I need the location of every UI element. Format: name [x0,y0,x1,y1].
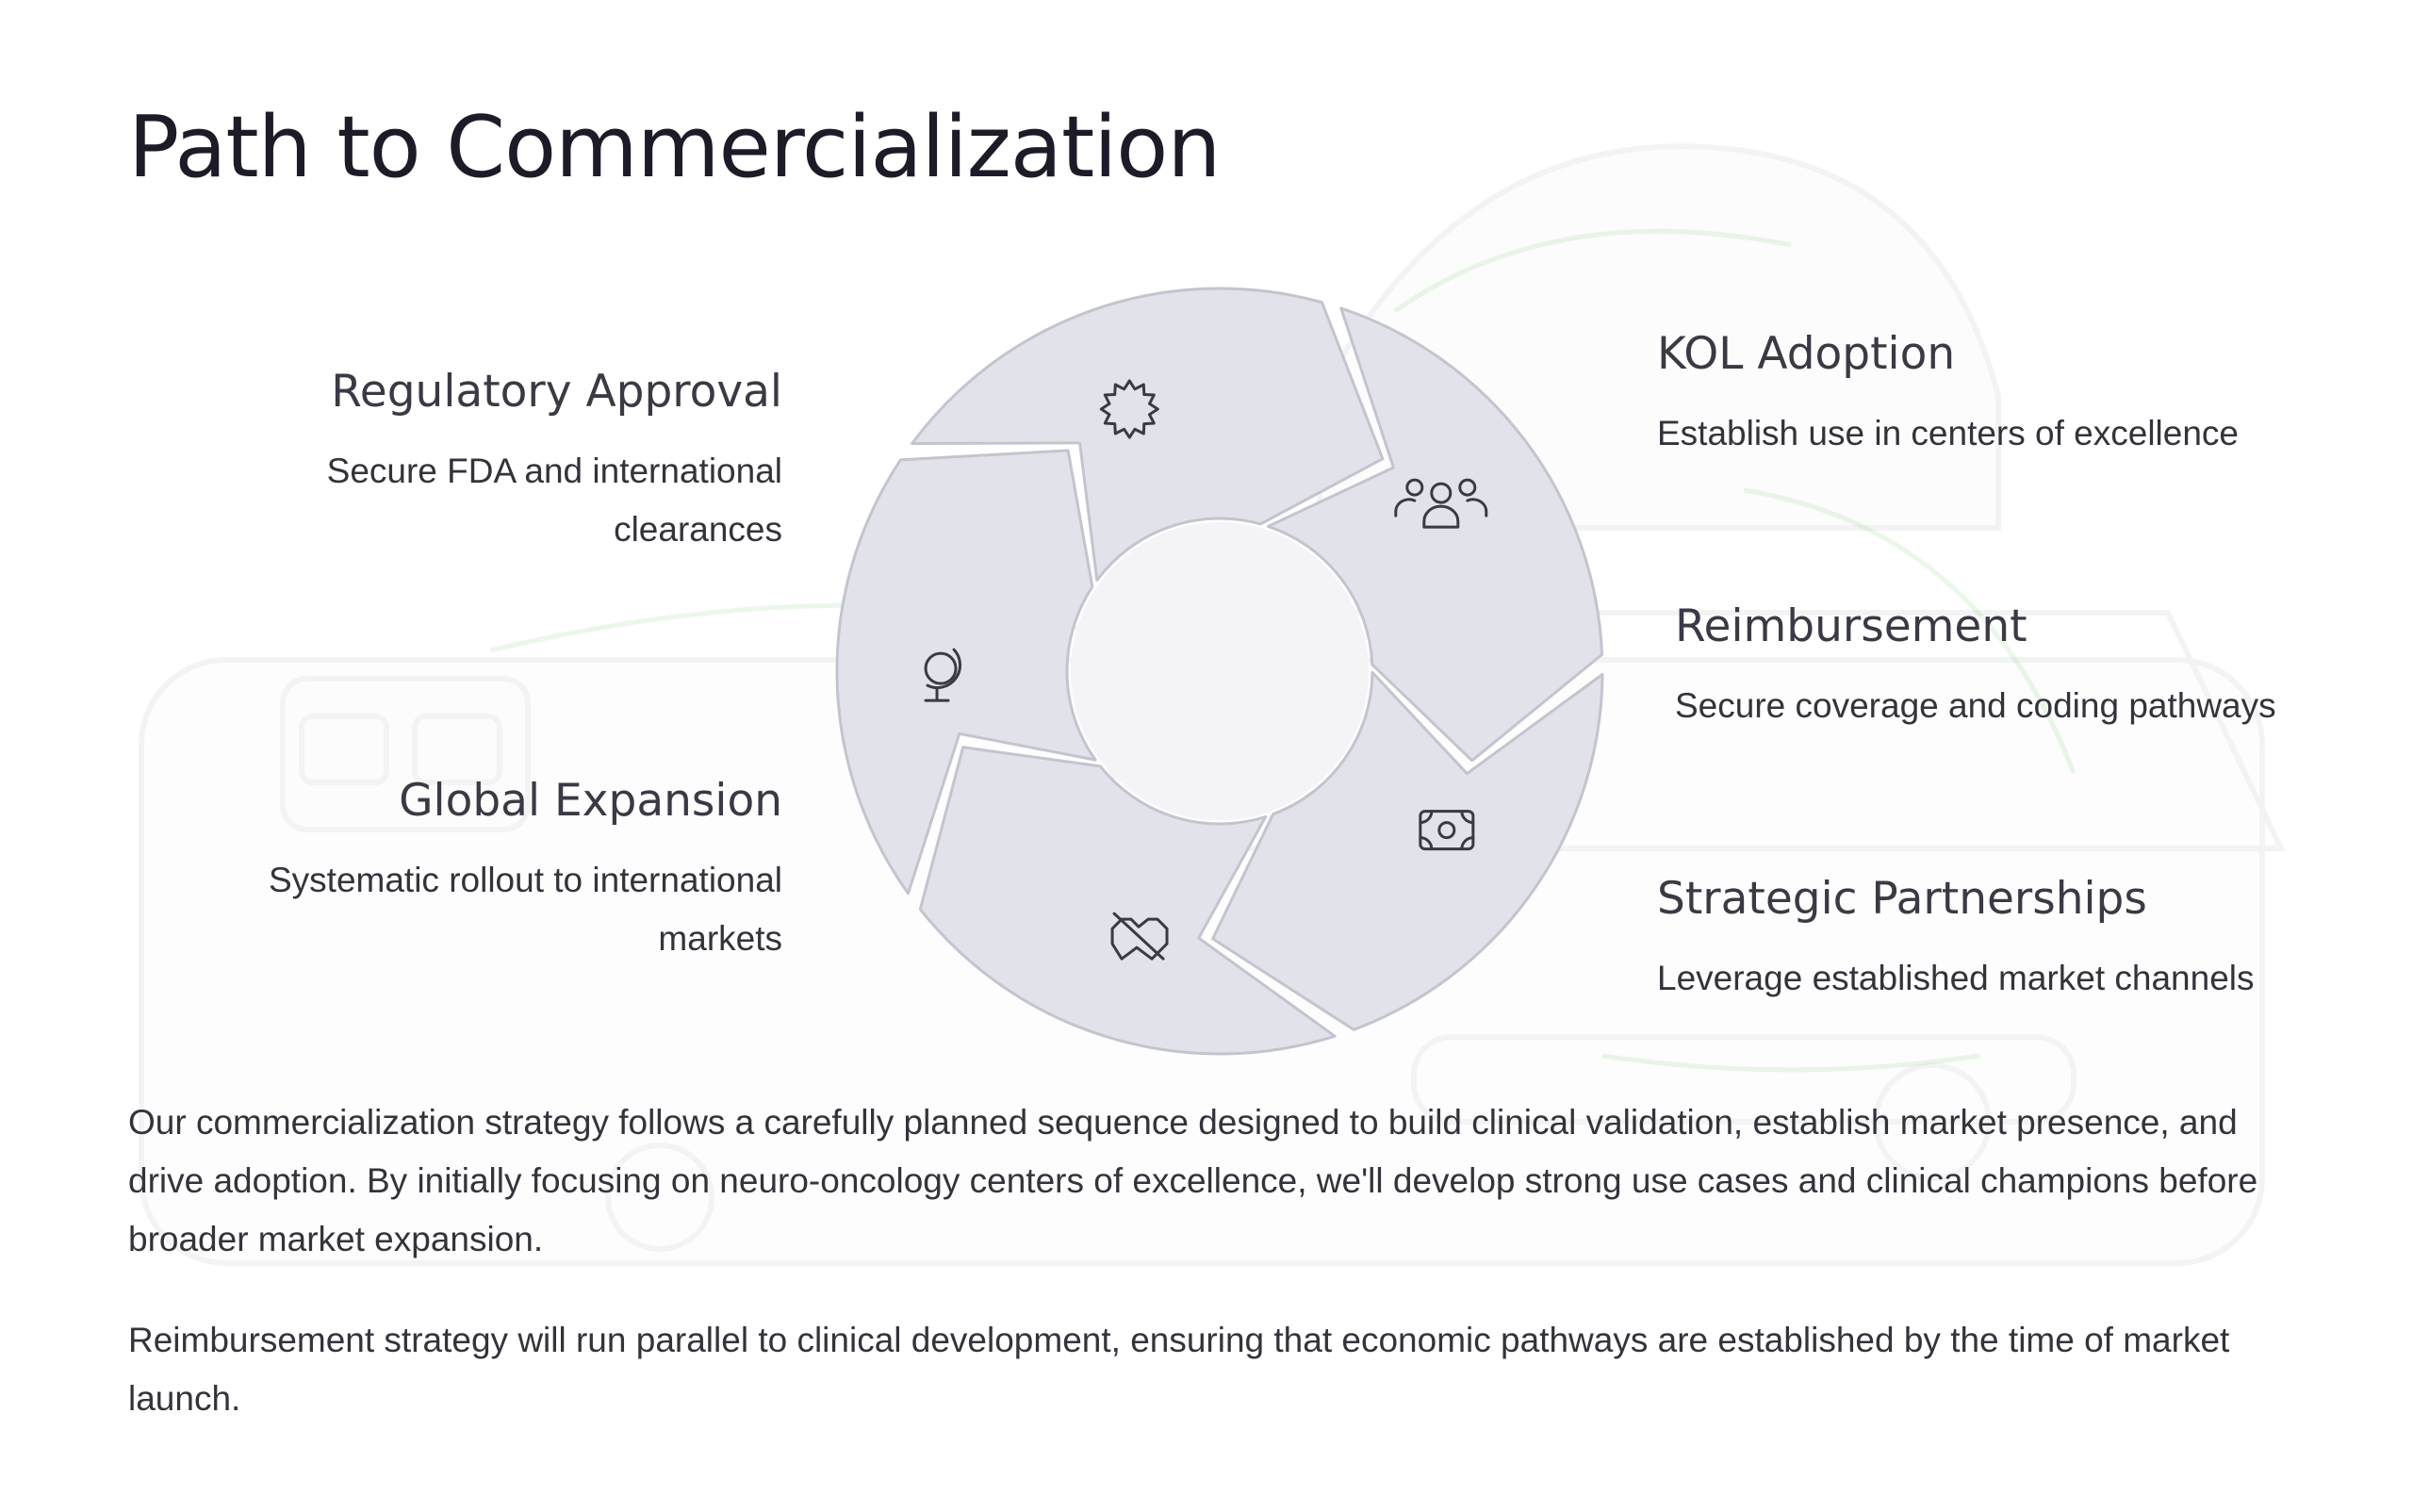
stage-description: Systematic rollout to international mark… [269,861,782,958]
stage-regulatory-approval: Regulatory Approval Secure FDA and inter… [254,366,782,559]
handshake-off-icon [1110,912,1169,961]
stage-description: Establish use in centers of excellence [1657,414,2240,452]
stage-global-expansion: Global Expansion Systematic rollout to i… [179,775,782,968]
stage-title: Strategic Partnerships [1657,873,2147,925]
users-group-icon [1394,478,1488,529]
globe-stand-icon [924,648,961,702]
stage-strategic-partnerships: Strategic Partnerships Leverage establis… [1657,873,2336,1008]
cycle-segment-kol-adoption [1266,306,1604,763]
stage-title: Reimbursement [1675,600,2027,652]
banknote-icon [1419,810,1475,851]
cycle-segment-strategic-partnerships [918,746,1337,1056]
cycle-center [1071,522,1369,820]
stage-description: Leverage established market channels [1657,959,2255,997]
strategy-paragraph: Our commercialization strategy follows a… [128,1103,2258,1258]
cycle-segment-global-expansion [835,449,1097,896]
page-title: Path to Commercialization [128,98,1221,197]
stage-title: Regulatory Approval [331,366,782,418]
stage-kol-adoption: KOL Adoption Establish use in centers of… [1657,328,2336,463]
stage-reimbursement: Reimbursement Secure coverage and coding… [1675,600,2354,735]
cycle-segment-reimbursement [1211,670,1604,1031]
stage-title: Global Expansion [399,775,782,827]
cycle-segment-regulatory-approval [911,287,1385,583]
reimbursement-paragraph: Reimbursement strategy will run parallel… [128,1321,2230,1418]
stage-title: KOL Adoption [1657,328,1956,380]
certificate-badge-icon [1099,379,1159,439]
stage-description: Secure coverage and coding pathways [1675,686,2276,725]
stage-description: Secure FDA and international clearances [326,452,782,549]
